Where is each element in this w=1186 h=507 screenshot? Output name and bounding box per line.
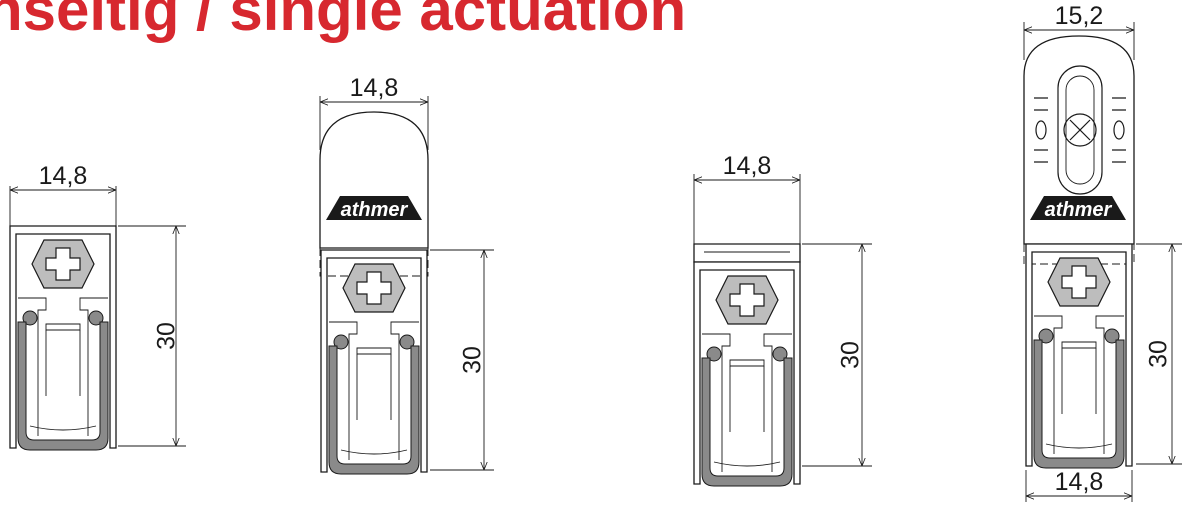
profile-1: 14,8 30: [9, 162, 186, 451]
p3-width-label: 14,8: [723, 152, 772, 180]
p1-width-label: 14,8: [39, 162, 88, 190]
profile-3: 14,8 30: [693, 152, 872, 487]
page-heading: nseitig / single actuation: [0, 0, 687, 43]
p4-width-top-label: 15,2: [1055, 2, 1104, 30]
p3-height-label: 30: [837, 341, 865, 369]
athmer-logo: athmer: [341, 199, 409, 221]
p2-height-label: 30: [459, 346, 487, 374]
profile-4: 15,2 athmer 30 14,8: [1023, 2, 1182, 502]
p4-height-label: 30: [1145, 340, 1173, 368]
p1-height-label: 30: [153, 322, 181, 350]
p2-width-label: 14,8: [350, 74, 399, 102]
p4-width-bottom-label: 14,8: [1055, 468, 1104, 496]
profile-2: 14,8 athmer 30: [319, 74, 494, 475]
athmer-logo-2: athmer: [1045, 199, 1113, 221]
